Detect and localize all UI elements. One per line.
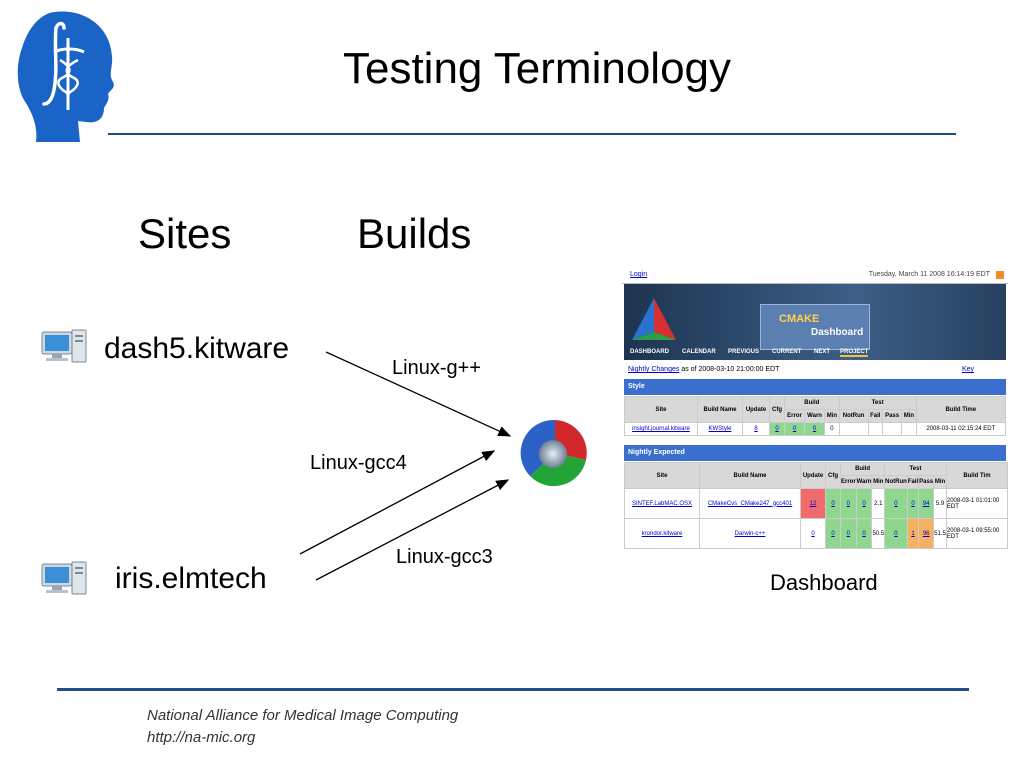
- footer-url[interactable]: http://na-mic.org: [147, 729, 256, 746]
- cmake-triangle-logo: [632, 298, 676, 340]
- nav-calendar[interactable]: CALENDAR: [682, 349, 716, 355]
- nightly-date: as of 2008-03-10 21:00:00 EDT: [679, 366, 780, 373]
- expected-section-header: Nightly Expected: [624, 445, 1006, 461]
- nav-current[interactable]: CURRENT: [772, 349, 802, 355]
- nav-dashboard[interactable]: DASHBOARD: [630, 349, 669, 355]
- footer-org: National Alliance for Medical Image Comp…: [147, 707, 459, 724]
- site-label-iris: iris.elmtech: [115, 562, 267, 595]
- rss-icon[interactable]: [996, 271, 1004, 279]
- arrow-gcc3: [315, 479, 510, 581]
- build-label-gcc4: Linux-gcc4: [310, 452, 407, 474]
- builds-heading: Builds: [357, 210, 472, 257]
- computer-icon: [41, 561, 87, 595]
- table-row: SINTEF.LabMAC.OSX CMakeCvs_CMake247_gcc4…: [624, 488, 1008, 519]
- dashboard-screenshot: Login Tuesday, March 11 2008 16:14:19 ED…: [622, 268, 1008, 553]
- logo-line1: CMAKE: [779, 313, 820, 325]
- sites-heading: Sites: [138, 210, 232, 257]
- dashboard-topbar: Login Tuesday, March 11 2008 16:14:19 ED…: [622, 268, 1008, 284]
- nav-next[interactable]: NEXT: [814, 349, 831, 355]
- nightly-line: Nightly Changes as of 2008-03-10 21:00:0…: [628, 366, 779, 373]
- table-row: krondor.kitware Darwin-c++ 0 0 0 0 50.5 …: [624, 518, 1008, 549]
- dashboard-banner: CMAKE Dashboard DASHBOARD CALENDAR PREVI…: [624, 284, 1006, 360]
- site-label-dash5: dash5.kitware: [104, 332, 290, 365]
- nav-previous[interactable]: PREVIOUS: [728, 349, 760, 355]
- nav-project[interactable]: PROJECT: [840, 349, 869, 357]
- dashboard-caption: Dashboard: [770, 570, 878, 595]
- title-divider: [108, 133, 956, 135]
- build-label-gcc3: Linux-gcc3: [396, 546, 493, 568]
- slicer-head-logo: [17, 11, 114, 142]
- computer-icon: [41, 329, 87, 363]
- dashboard-nav: DASHBOARD CALENDAR PREVIOUS CURRENT NEXT…: [624, 349, 1006, 358]
- arrow-gcc4: [299, 450, 496, 555]
- cdash-sphere-icon: [520, 419, 587, 487]
- login-link[interactable]: Login: [630, 271, 648, 278]
- nightly-changes-link[interactable]: Nightly Changes: [628, 366, 680, 373]
- logo-line2: Dashboard: [811, 327, 864, 338]
- slide-title: Testing Terminology: [342, 44, 732, 93]
- style-section-header: Style: [624, 379, 1006, 395]
- key-link[interactable]: Key: [961, 366, 974, 373]
- dashboard-datetime: Tuesday, March 11 2008 16:14:19 EDT: [868, 271, 990, 278]
- expected-table: Site Build Name Update Cfg Build Test Bu…: [624, 462, 1008, 549]
- arrow-gpp: [325, 351, 512, 437]
- style-table: Site Build Name Update Cfg Build Test Bu…: [624, 396, 1007, 436]
- cmake-logo-box: CMAKE Dashboard: [760, 304, 870, 350]
- table-row: insight.journal.kitware KWStyle 8 0 0 0 …: [624, 422, 1007, 436]
- footer-divider: [57, 688, 969, 691]
- build-label-gpp: Linux-g++: [392, 357, 481, 379]
